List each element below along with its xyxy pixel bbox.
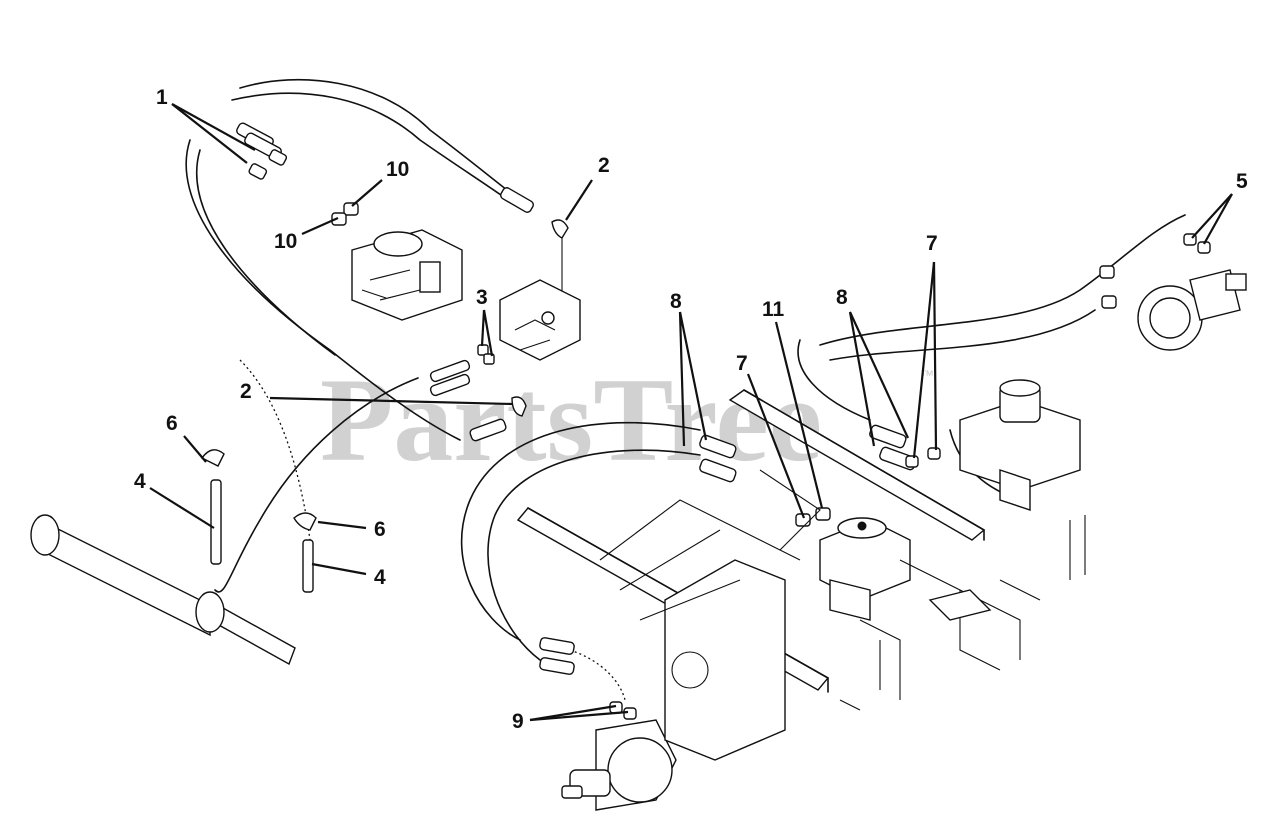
callout-6b: 6 (374, 518, 386, 541)
leader-9b (529, 710, 629, 722)
tractor-frame (516, 389, 1086, 761)
hose-fittings (200, 122, 1211, 720)
callout-5: 5 (1236, 170, 1248, 193)
leader-1b (171, 103, 248, 164)
leader-6a (183, 435, 207, 463)
callout-11: 11 (762, 298, 785, 321)
callout-2a: 2 (598, 154, 610, 177)
leader-7a (746, 373, 806, 519)
leader-10b (301, 216, 339, 236)
callout-7a: 7 (736, 352, 748, 375)
fitting-3 (429, 344, 495, 397)
lift-cylinder (30, 514, 296, 666)
hose-right-a (819, 214, 1186, 346)
callout-2b: 2 (240, 380, 252, 403)
control-valve-top (351, 229, 463, 321)
leader-8c (849, 311, 909, 439)
leader-7b (912, 261, 936, 459)
leader-11 (774, 321, 824, 509)
callout-1: 1 (156, 86, 168, 109)
fitting-10a (343, 202, 359, 216)
callout-7b: 7 (926, 232, 938, 255)
callout-10a: 10 (386, 158, 409, 181)
leader-4a (149, 487, 215, 529)
fitting-4a (210, 479, 222, 565)
fitting-top-2 (244, 132, 288, 166)
hose-right-c (797, 339, 871, 421)
leader-2b (269, 396, 513, 406)
fitting-7-right (905, 447, 941, 468)
fitting-10b (331, 212, 347, 226)
fitting-6a (200, 449, 225, 467)
watermark-text: PartsTree (320, 353, 822, 486)
fitting-elbow-2 (500, 187, 569, 300)
leader-7c (932, 261, 938, 451)
steering-valve-right (959, 379, 1081, 511)
leader-5b (1203, 193, 1233, 245)
leader-6b (317, 520, 367, 530)
hose-lower-loop-b (487, 449, 701, 661)
leader-8b (678, 311, 686, 447)
callout-4a: 4 (134, 470, 146, 493)
callout-labels: 1 10 10 2 3 2 6 4 6 4 8 11 7 8 7 5 9 (134, 86, 1248, 733)
leader-3a (480, 309, 486, 347)
fitting-8-left (699, 434, 737, 483)
hose-right-b (829, 309, 1096, 361)
fitting-4b (302, 539, 314, 593)
pump-center (819, 517, 911, 621)
hose-upper-b (231, 92, 516, 206)
leader-10a (351, 179, 383, 207)
leader-8d (848, 311, 876, 447)
leader-8a (678, 311, 708, 441)
leader-1a (171, 103, 256, 151)
callout-9: 9 (512, 710, 524, 733)
hose-dashed-motor (569, 649, 626, 701)
fitting-9 (539, 637, 637, 720)
hose-upper-a (239, 78, 521, 201)
leader-4b (311, 562, 367, 576)
callout-4b: 4 (374, 566, 386, 589)
wheel-motor-right (1137, 269, 1247, 351)
callout-8a: 8 (670, 290, 682, 313)
watermark: PartsTree ™ (320, 353, 934, 486)
callout-10b: 10 (274, 230, 297, 253)
leader-5a (1191, 193, 1233, 239)
fitting-elbow-2b (469, 396, 527, 442)
hose-lower-loop-a (460, 421, 701, 641)
callout-8b: 8 (836, 286, 848, 309)
valve-spool-block (499, 279, 581, 361)
callout-6a: 6 (166, 412, 178, 435)
leader-2a (565, 179, 593, 221)
fitting-6b (293, 512, 317, 531)
leader-3b (482, 309, 494, 357)
callout-3: 3 (476, 286, 488, 309)
hose-loop-b (195, 149, 336, 356)
wheel-motor-left (561, 719, 677, 811)
leader-lines (149, 103, 1233, 722)
leader-9a (529, 704, 617, 722)
